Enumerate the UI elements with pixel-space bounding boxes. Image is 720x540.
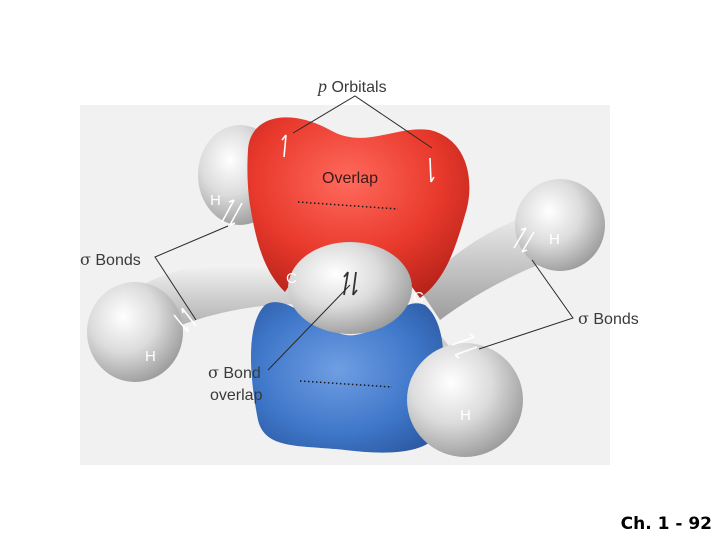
leader-lines: [154, 95, 574, 371]
atom-label-carbon-right: C: [413, 289, 424, 306]
sigma-bonds-label-right: σ Bonds: [578, 309, 639, 329]
sigma-bond-text: Bond: [223, 365, 261, 382]
atom-label-hydrogen-bottom-left: H: [145, 348, 156, 365]
sigma-symbol: σ: [208, 363, 219, 382]
sigma-bonds-text: Bonds: [95, 252, 141, 269]
overlap-text: Overlap: [322, 170, 379, 187]
atom-label-hydrogen-top-right: H: [549, 231, 560, 248]
overlap-label-top: Overlap: [322, 170, 378, 188]
hydrogen-sphere-top-right: [515, 179, 605, 271]
p-orbital-lobe-bottom: [250, 302, 444, 453]
sigma-bonds-label-left: σ Bonds: [80, 250, 141, 270]
sigma-bond-overlap-label: σ Bond overlap: [208, 362, 262, 407]
atom-label-carbon-left: C: [286, 270, 297, 287]
p-orbitals-label: p Orbitals: [318, 76, 387, 97]
atom-label-hydrogen-top-left: H: [210, 192, 221, 209]
overlap-dotted-line-top: [297, 201, 399, 210]
slide-number: Ch. 1 - 92: [620, 514, 712, 534]
overlap-dotted-line-bottom: [299, 380, 393, 388]
sigma-symbol: σ: [80, 250, 91, 269]
sigma-bond-overlap-text: overlap: [210, 387, 263, 404]
p-orbital-lobe-top: [247, 117, 470, 298]
p-orbitals-prefix: p: [318, 76, 327, 96]
atom-label-hydrogen-bottom-right: H: [460, 407, 471, 424]
sigma-bonds-text: Bonds: [593, 311, 639, 328]
sigma-bond-overlap-sphere: [288, 242, 412, 334]
p-orbitals-text: Orbitals: [331, 79, 387, 96]
electron-arrows: [173, 134, 535, 359]
hydrogen-sphere-bottom-left: [87, 282, 183, 382]
sigma-symbol: σ: [578, 309, 589, 328]
hydrogen-sphere-bottom-right: [407, 343, 523, 457]
